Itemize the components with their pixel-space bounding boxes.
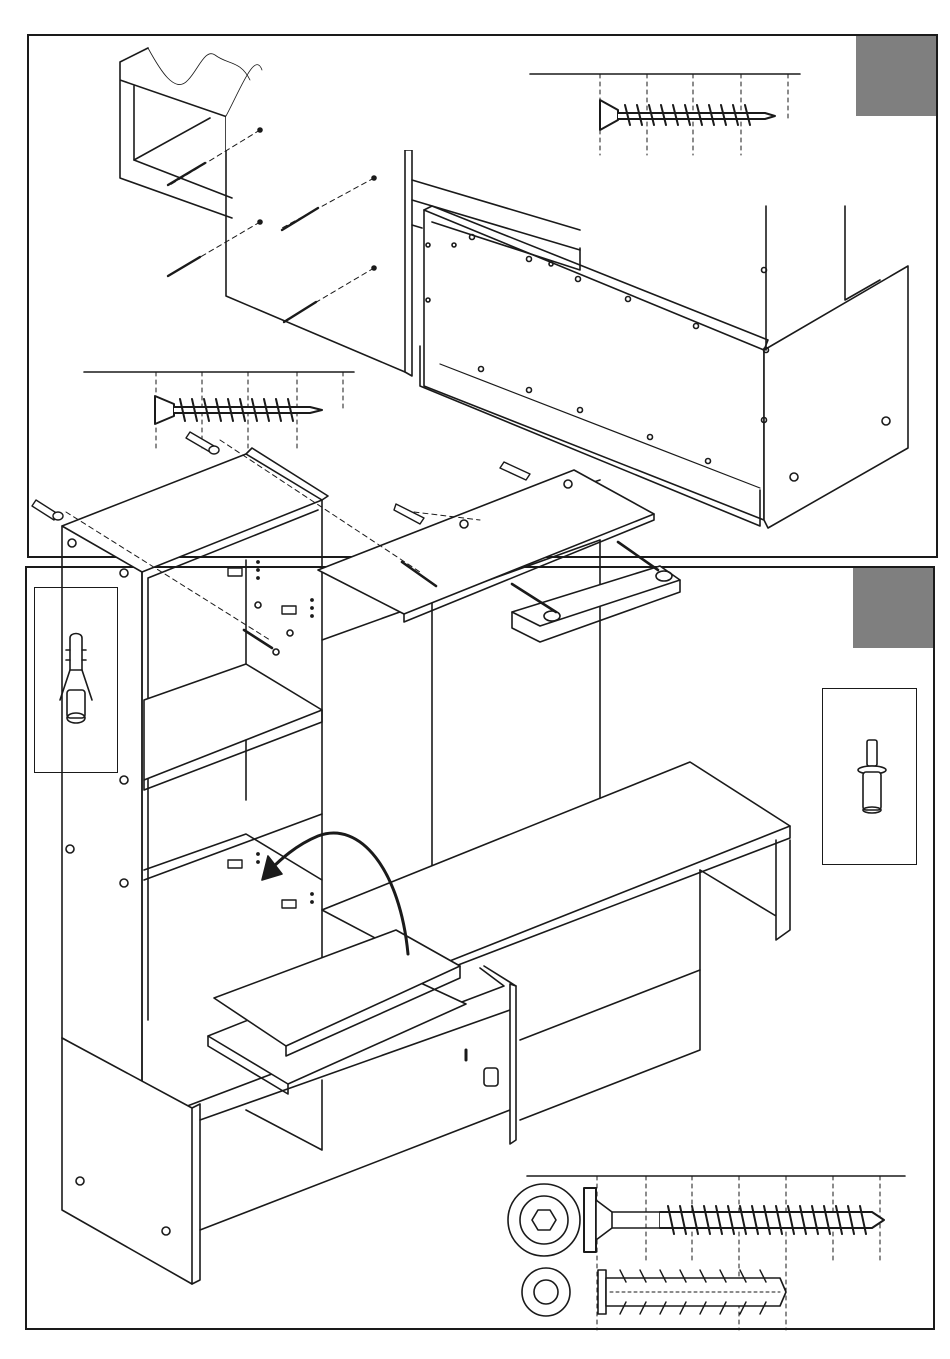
step-1-drawing (84, 48, 908, 528)
side-panel (226, 65, 420, 376)
torn-edge (148, 48, 250, 85)
wall-batten (512, 566, 680, 642)
shelf-board (208, 930, 466, 1094)
wood-screw-small (168, 163, 318, 322)
dowel-icon (858, 740, 886, 813)
step-2-drawing (32, 432, 905, 1330)
drawer-box (420, 206, 908, 528)
screw-guides (168, 130, 374, 320)
cabinet-back-left (120, 48, 236, 218)
wall-anchor-icon (60, 634, 92, 724)
bolt-gauge (508, 1176, 905, 1330)
screw-gauge-1 (530, 74, 800, 155)
screw-gauge-2 (84, 372, 354, 450)
